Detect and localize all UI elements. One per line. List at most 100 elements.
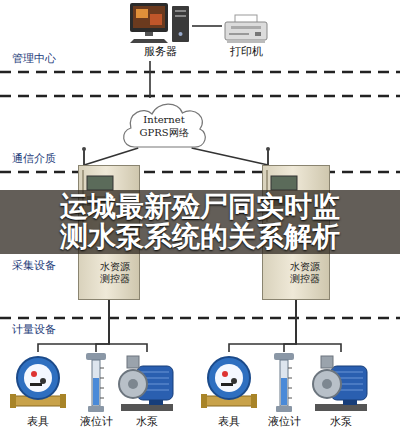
layer-label: 计量设备	[12, 322, 56, 337]
icon-part	[86, 353, 106, 360]
connector-line	[96, 300, 109, 352]
connector-line	[192, 148, 269, 165]
icon-part	[288, 398, 292, 399]
controller-label: 水资源 测控器	[290, 261, 324, 285]
icon-part	[276, 406, 292, 412]
icon-part	[215, 364, 243, 392]
device-label: 液位计	[268, 415, 301, 428]
icon-part	[175, 10, 186, 12]
icon-part	[311, 352, 371, 414]
dashed-divider	[0, 71, 400, 74]
display-window	[271, 176, 297, 190]
icon-part	[201, 394, 207, 408]
icon-part	[288, 378, 292, 379]
icon-part	[88, 406, 104, 412]
dashed-divider	[0, 95, 400, 98]
device-label: 服务器	[144, 45, 177, 58]
device-label: 水泵	[330, 415, 352, 428]
device-label: 打印机	[230, 45, 263, 58]
printer-node: 打印机	[222, 14, 270, 61]
icon-part	[223, 14, 269, 44]
device-icon	[266, 352, 302, 414]
icon-part	[255, 32, 261, 36]
icon-part	[30, 383, 42, 386]
network-cloud: InternetGPRS网络	[118, 98, 210, 148]
icon-part	[17, 357, 59, 399]
icon-part	[222, 371, 228, 377]
icon-part	[315, 404, 367, 411]
controller-label: 水资源 测控器	[100, 261, 134, 285]
device-label: 水泵	[136, 415, 158, 428]
icon-part	[208, 357, 250, 399]
meter-node: 表具	[10, 352, 66, 431]
device-icon	[201, 352, 257, 414]
layer-label: 采集设备	[12, 258, 56, 273]
pump-node: 水泵	[309, 352, 373, 431]
device-icon	[223, 14, 269, 44]
icon-part	[100, 398, 104, 399]
icon-part	[335, 372, 363, 373]
icon-part	[128, 379, 138, 389]
icon-part	[322, 379, 332, 389]
connector-line	[149, 61, 151, 98]
server-node: 服务器	[128, 2, 192, 61]
title-banner: 运城最新殓尸同实时监测水泵系统的关系解析	[0, 190, 400, 254]
icon-part	[60, 394, 66, 408]
device-label: 表具	[27, 415, 49, 428]
icon-part	[24, 364, 52, 392]
icon-part	[10, 394, 16, 408]
icon-part	[10, 352, 66, 414]
icon-part	[175, 15, 186, 17]
icon-part	[221, 383, 233, 386]
icon-part	[121, 404, 173, 411]
dashed-divider	[0, 171, 400, 174]
icon-part	[93, 378, 99, 405]
connector-line	[109, 300, 147, 352]
level-gauge-node: 液位计	[265, 352, 304, 431]
network-label: Internet	[143, 113, 184, 126]
icon-part	[321, 356, 333, 368]
antenna-tip	[266, 147, 270, 151]
meter-node: 表具	[201, 352, 257, 431]
icon-part	[280, 360, 288, 406]
icon-part	[288, 368, 292, 369]
icon-part	[229, 33, 249, 35]
icon-part	[130, 39, 168, 43]
connector-line	[284, 300, 296, 352]
dashed-divider	[0, 317, 400, 320]
icon-part	[100, 368, 104, 369]
connector-line	[229, 300, 296, 352]
display-window	[87, 176, 113, 190]
connector-line	[192, 25, 222, 27]
icon-part	[78, 352, 114, 414]
icon-part	[231, 26, 261, 29]
device-icon	[128, 2, 192, 44]
device-icon	[311, 352, 371, 414]
icon-part	[141, 372, 169, 373]
icon-part	[251, 394, 257, 408]
connector-line	[296, 300, 341, 352]
icon-part	[150, 14, 162, 25]
level-gauge-node: 液位计	[77, 352, 116, 431]
title-text: 运城最新殓尸同实时监测水泵系统的关系解析	[52, 192, 348, 252]
device-label: 液位计	[80, 415, 113, 428]
icon-part	[145, 32, 153, 36]
icon-part	[100, 378, 104, 379]
layer-label: 通信介质	[12, 151, 56, 166]
icon-part	[117, 352, 177, 414]
icon-part	[225, 22, 267, 40]
antenna-tip	[82, 147, 86, 151]
device-label: 表具	[218, 415, 240, 428]
icon-part	[130, 3, 168, 32]
icon-part	[274, 353, 294, 360]
pump-node: 水泵	[117, 352, 177, 431]
icon-part	[266, 352, 302, 414]
icon-part	[172, 6, 189, 42]
icon-part	[281, 378, 287, 405]
icon-part	[92, 360, 100, 406]
device-icon	[78, 352, 114, 414]
layer-label: 管理中心	[12, 51, 56, 66]
icon-part	[227, 40, 265, 43]
icon-part	[127, 356, 139, 368]
